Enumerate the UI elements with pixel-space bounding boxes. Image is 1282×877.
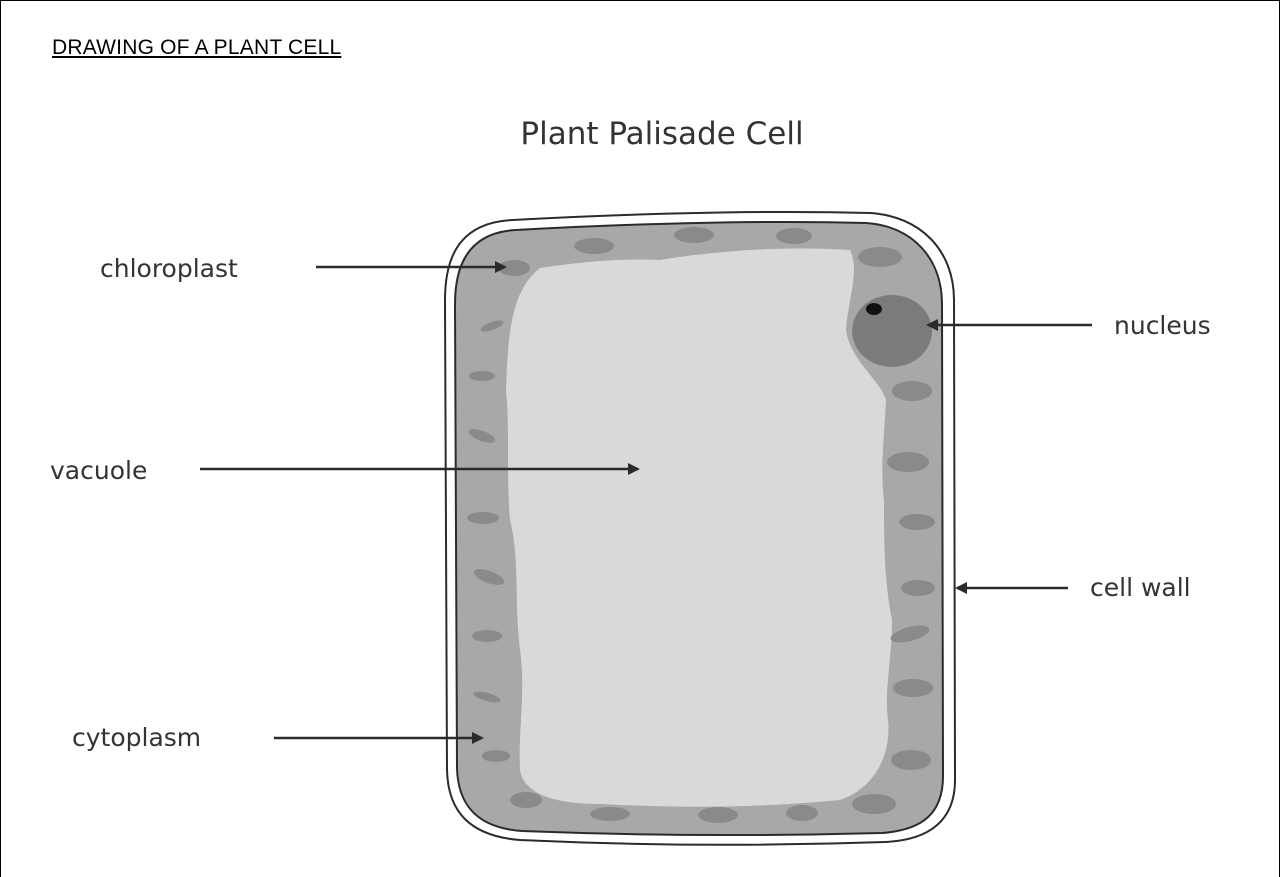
chloroplast [892,381,932,401]
chloroplast [698,807,738,823]
chloroplast [776,228,812,244]
chloroplast [469,371,495,381]
label-cell-wall: cell wall [1090,573,1191,602]
diagram-title: Plant Palisade Cell [520,116,803,152]
chloroplast [472,630,502,642]
vacuole [506,248,892,806]
label-cytoplasm: cytoplasm [72,723,201,752]
chloroplast [893,679,933,697]
chloroplast [899,514,935,530]
chloroplast [574,238,614,254]
label-chloroplast: chloroplast [100,254,238,283]
label-nucleus: nucleus [1114,311,1211,340]
chloroplast [858,247,902,267]
nucleus [852,295,932,367]
chloroplast [467,512,499,524]
chloroplast [786,805,818,821]
label-vacuole: vacuole [50,456,147,485]
chloroplast [852,794,896,814]
chloroplast [510,792,542,808]
nucleolus [866,303,882,315]
chloroplast [887,452,929,472]
chloroplast [901,580,935,596]
chloroplast [674,227,714,243]
chloroplast [482,750,510,762]
chloroplast [590,807,630,821]
chloroplast [891,750,931,770]
